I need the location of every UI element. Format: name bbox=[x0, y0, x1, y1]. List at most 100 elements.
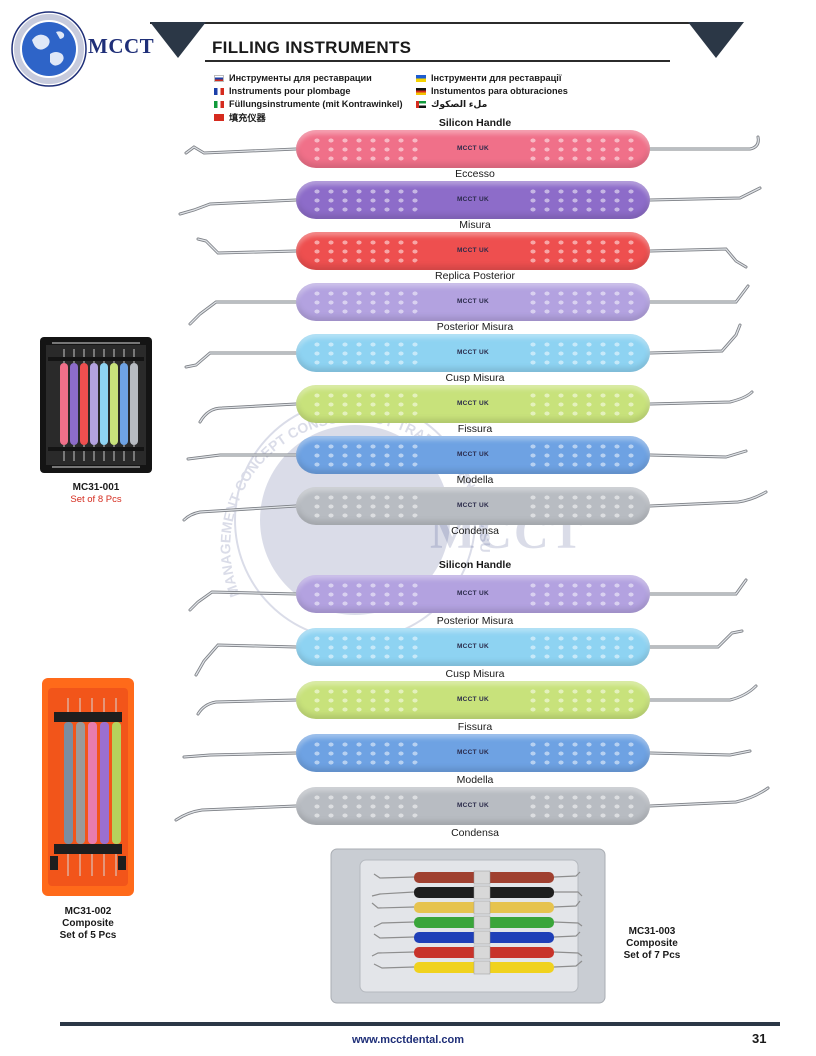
handle-brand-text: MCCT UK bbox=[456, 502, 490, 509]
instrument-label: Cusp Misura bbox=[445, 668, 505, 680]
instrument-label: Posterior Misura bbox=[436, 615, 514, 627]
instrument-b-1: MCCT UK bbox=[170, 572, 780, 616]
instrument-b-5: MCCT UK bbox=[170, 784, 780, 828]
instrument-tips-icon bbox=[178, 186, 762, 216]
instrument-label: Eccesso bbox=[455, 168, 495, 180]
page-number: 31 bbox=[752, 1031, 767, 1046]
instrument-a-3: MCCT UK bbox=[170, 229, 780, 273]
footer-website-link[interactable]: www.mcctdental.com bbox=[351, 1034, 465, 1046]
set-002-caption: MC31-002 Composite Set of 5 Pcs bbox=[40, 906, 136, 942]
instrument-label: Condensa bbox=[451, 525, 499, 537]
handle-brand-text: MCCT UK bbox=[456, 349, 490, 356]
set-002-pieces: Set of 5 Pcs bbox=[59, 930, 117, 941]
language-item-ua: Інструменти для реставрації bbox=[416, 72, 584, 84]
germany-flag-icon bbox=[416, 87, 426, 95]
section2-heading: Silicon Handle bbox=[438, 559, 512, 571]
instrument-tips-icon bbox=[174, 786, 770, 822]
language-item-es: Instumentos para obturaciones bbox=[416, 85, 584, 97]
footer-rule bbox=[60, 1022, 780, 1026]
instrument-tips-icon bbox=[196, 684, 758, 716]
instrument-tips-icon bbox=[186, 449, 748, 461]
handle-brand-text: MCCT UK bbox=[456, 643, 490, 650]
handle-brand-text: MCCT UK bbox=[456, 590, 490, 597]
language-list: Инструменты для реставрации Інструменти … bbox=[214, 72, 584, 123]
language-item-it: Füllungsinstrumente (mit Kontrawinkel) bbox=[214, 98, 416, 110]
instrument-tips-icon bbox=[196, 237, 748, 269]
instrument-a-2: MCCT UK bbox=[170, 178, 780, 222]
instrument-tips-icon bbox=[182, 490, 768, 522]
silicon-handle: MCCT UK bbox=[296, 181, 650, 219]
silicon-handle: MCCT UK bbox=[296, 787, 650, 825]
instrument-tips-icon bbox=[194, 629, 744, 677]
silicon-handle: MCCT UK bbox=[296, 385, 650, 423]
set-003-pieces: Set of 7 Pcs bbox=[623, 950, 681, 961]
instrument-tips-icon bbox=[184, 323, 742, 369]
instrument-label: Modella bbox=[456, 774, 494, 786]
instrument-tips-icon bbox=[198, 390, 754, 424]
instrument-label: Misura bbox=[459, 219, 491, 231]
instrument-tips-icon bbox=[182, 749, 752, 759]
brand-name: MCCT bbox=[88, 34, 155, 58]
ukraine-flag-icon bbox=[416, 74, 426, 82]
russia-flag-icon bbox=[214, 74, 224, 82]
set-7-tray-image bbox=[330, 848, 606, 1004]
handle-brand-text: MCCT UK bbox=[456, 145, 490, 152]
instrument-label: Cusp Misura bbox=[445, 372, 505, 384]
instrument-label: Modella bbox=[456, 474, 494, 486]
instrument-tips-icon bbox=[188, 284, 750, 326]
uae-flag-icon bbox=[416, 100, 426, 108]
silicon-handle: MCCT UK bbox=[296, 232, 650, 270]
handle-brand-text: MCCT UK bbox=[456, 196, 490, 203]
set-5-cassette-image bbox=[42, 678, 134, 896]
silicon-handle: MCCT UK bbox=[296, 734, 650, 772]
set-002-type: Composite bbox=[62, 918, 114, 929]
china-flag-icon bbox=[214, 113, 224, 121]
instrument-a-4: MCCT UK bbox=[170, 280, 780, 326]
handle-brand-text: MCCT UK bbox=[456, 696, 490, 703]
instrument-b-3: MCCT UK bbox=[170, 678, 780, 722]
silicon-handle: MCCT UK bbox=[296, 130, 650, 168]
instrument-a-8: MCCT UK bbox=[170, 484, 780, 528]
silicon-handle: MCCT UK bbox=[296, 681, 650, 719]
title-underline bbox=[205, 60, 670, 62]
set-003-type: Composite bbox=[626, 938, 678, 949]
set-003-code: MC31-003 bbox=[628, 926, 676, 937]
set-001-caption: MC31-001 Set of 8 Pcs bbox=[38, 482, 154, 506]
instrument-b-2: MCCT UK bbox=[170, 625, 780, 677]
language-item-ae: ملء الصكوك bbox=[416, 98, 584, 110]
silicon-handle: MCCT UK bbox=[296, 283, 650, 321]
instrument-label: Fissura bbox=[457, 423, 493, 435]
handle-brand-text: MCCT UK bbox=[456, 451, 490, 458]
set-8-cassette-image bbox=[40, 337, 152, 473]
handle-brand-text: MCCT UK bbox=[456, 247, 490, 254]
france-flag-icon bbox=[214, 87, 224, 95]
instrument-label: Replica Posterior bbox=[435, 270, 515, 282]
instrument-tips-icon bbox=[184, 135, 760, 155]
silicon-handle: MCCT UK bbox=[296, 334, 650, 372]
instrument-a-5: MCCT UK bbox=[170, 323, 780, 375]
handle-brand-text: MCCT UK bbox=[456, 749, 490, 756]
instrument-label: Condensa bbox=[451, 827, 499, 839]
language-item-cn: 填充仪器 bbox=[214, 111, 416, 123]
italy-flag-icon bbox=[214, 100, 224, 108]
header-left-triangle bbox=[150, 22, 206, 58]
handle-brand-text: MCCT UK bbox=[456, 802, 490, 809]
section1-heading: Silicon Handle bbox=[438, 117, 512, 129]
silicon-handle: MCCT UK bbox=[296, 628, 650, 666]
instrument-a-7: MCCT UK bbox=[170, 433, 780, 477]
header-right-triangle bbox=[688, 22, 744, 58]
language-item-fr: Instruments pour plombage bbox=[214, 85, 416, 97]
instrument-label: Fissura bbox=[457, 721, 493, 733]
handle-brand-text: MCCT UK bbox=[456, 298, 490, 305]
mcct-globe-logo-icon bbox=[11, 11, 87, 87]
silicon-handle: MCCT UK bbox=[296, 487, 650, 525]
silicon-handle: MCCT UK bbox=[296, 575, 650, 613]
instrument-label: Posterior Misura bbox=[436, 321, 514, 333]
instrument-a-1: MCCT UK bbox=[170, 127, 780, 171]
page-title: FILLING INSTRUMENTS bbox=[212, 38, 412, 57]
header-rule bbox=[150, 22, 720, 24]
instrument-b-4: MCCT UK bbox=[170, 731, 780, 775]
language-item-ru: Инструменты для реставрации bbox=[214, 72, 416, 84]
set-001-pieces: Set of 8 Pcs bbox=[70, 494, 122, 505]
silicon-handle: MCCT UK bbox=[296, 436, 650, 474]
